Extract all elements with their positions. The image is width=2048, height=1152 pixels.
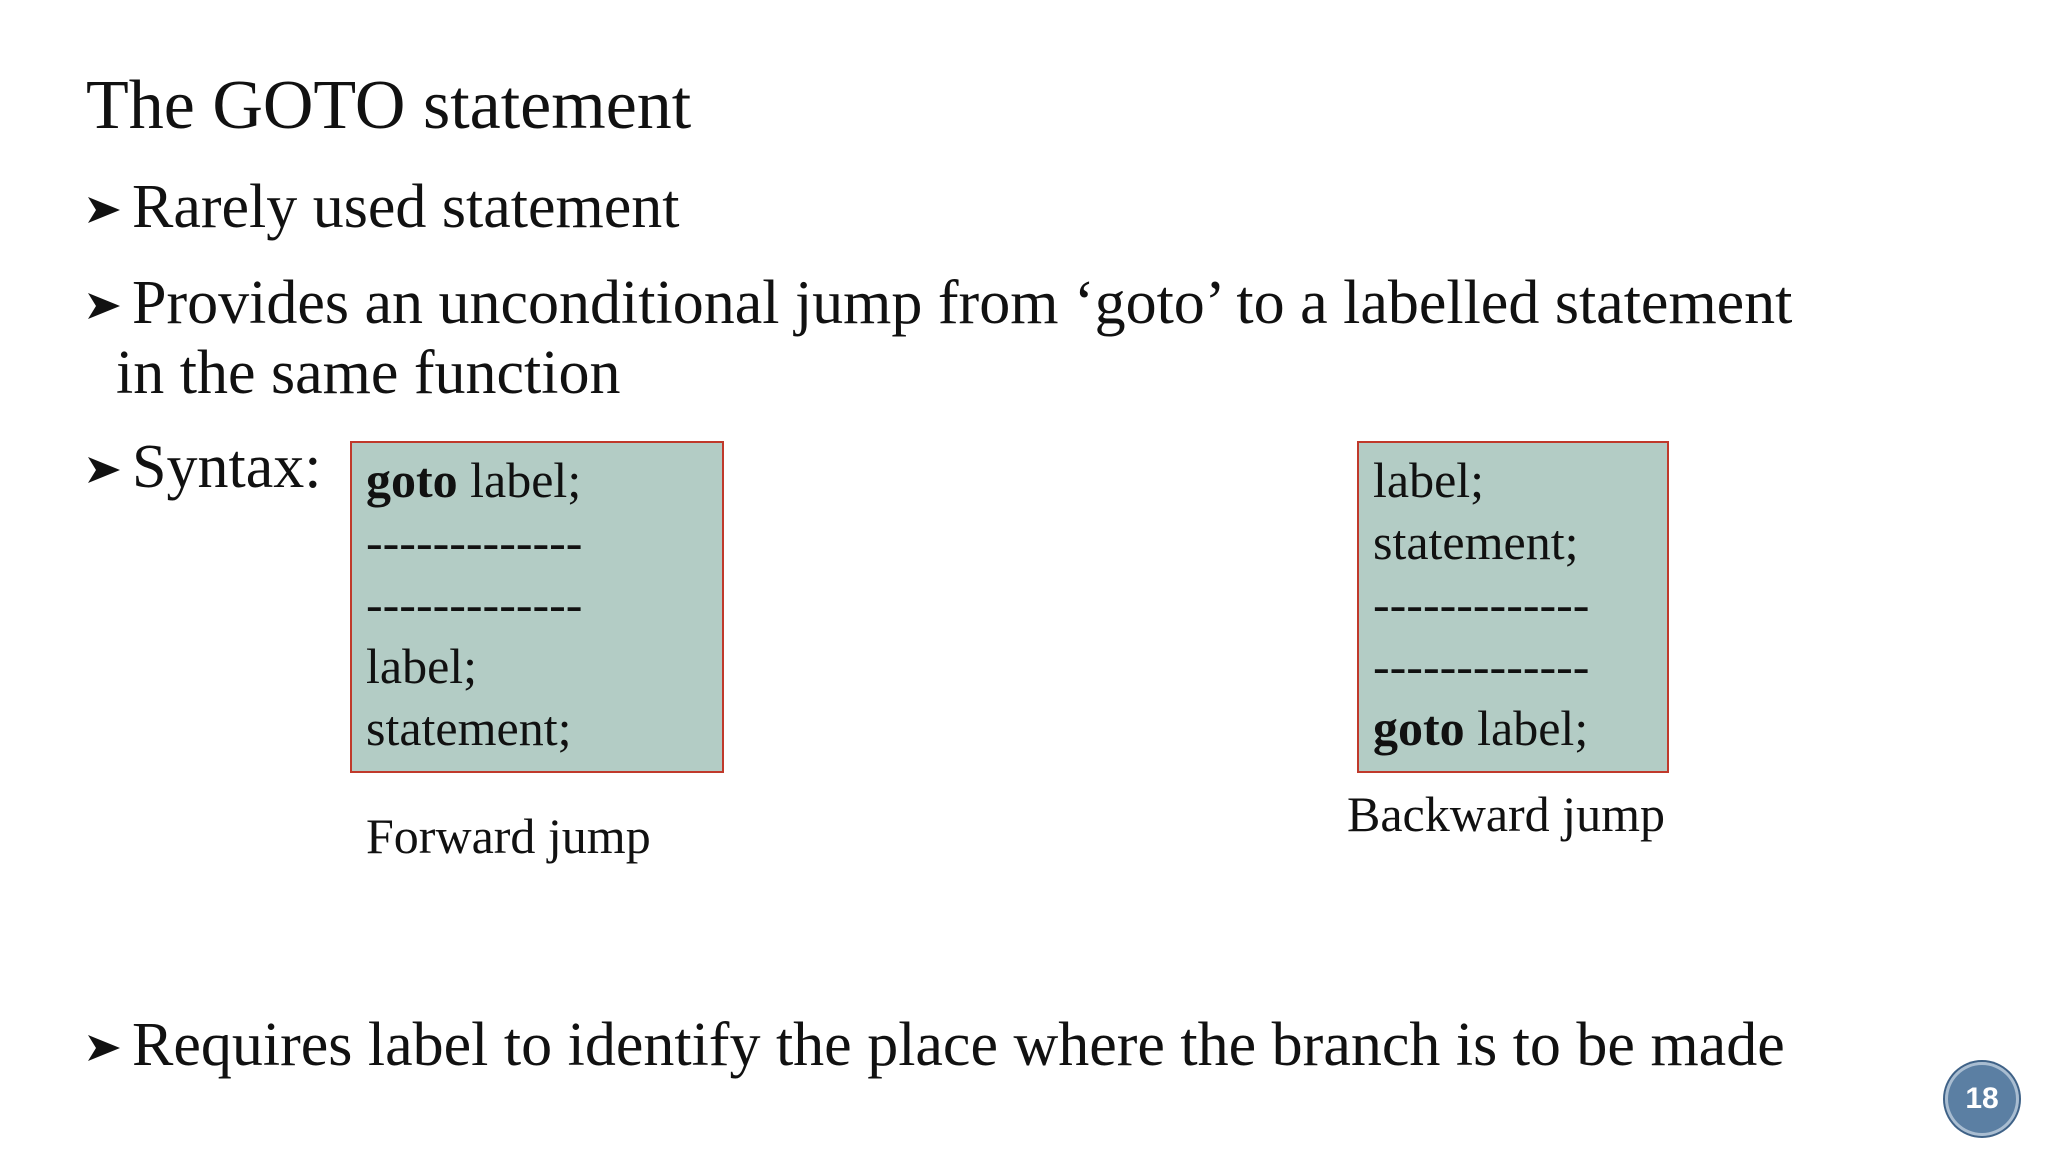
- forward-jump-code-box: goto label; ------------- ------------- …: [350, 441, 724, 773]
- code-line: -------------: [366, 576, 583, 632]
- arrowhead-bullet-icon: [86, 455, 128, 485]
- bullet-rarely-used: Rarely used statement: [86, 172, 680, 242]
- backward-jump-caption: Backward jump: [1347, 786, 1665, 842]
- code-line: -------------: [1373, 576, 1590, 632]
- bullet-text: Rarely used statement: [132, 173, 680, 241]
- code-line: statement;: [366, 700, 572, 756]
- bullet-syntax: Syntax:: [86, 432, 321, 502]
- code-line: label;: [366, 638, 478, 694]
- forward-jump-caption: Forward jump: [366, 808, 651, 864]
- code-line: -------------: [1373, 638, 1590, 694]
- slide-title: The GOTO statement: [86, 67, 692, 144]
- code-line: statement;: [1373, 514, 1579, 570]
- bullet-text: Provides an unconditional jump from ‘got…: [132, 269, 1793, 337]
- arrowhead-bullet-icon: [86, 195, 128, 225]
- bullet-continuation: in the same function: [116, 339, 621, 407]
- bullet-unconditional-jump: Provides an unconditional jump from ‘got…: [86, 268, 1792, 338]
- bullet-text: Requires label to identify the place whe…: [132, 1011, 1785, 1079]
- page-number-badge: 18: [1945, 1062, 2019, 1136]
- arrowhead-bullet-icon: [86, 1033, 128, 1063]
- backward-jump-code-box: label; statement; ------------- --------…: [1357, 441, 1669, 773]
- code-line: goto label;: [1373, 700, 1589, 756]
- bullet-requires-label: Requires label to identify the place whe…: [86, 1010, 1785, 1080]
- arrowhead-bullet-icon: [86, 291, 128, 321]
- bullet-text: Syntax:: [132, 433, 322, 501]
- code-line: goto label;: [366, 452, 582, 508]
- code-line: label;: [1373, 452, 1485, 508]
- code-line: -------------: [366, 514, 583, 570]
